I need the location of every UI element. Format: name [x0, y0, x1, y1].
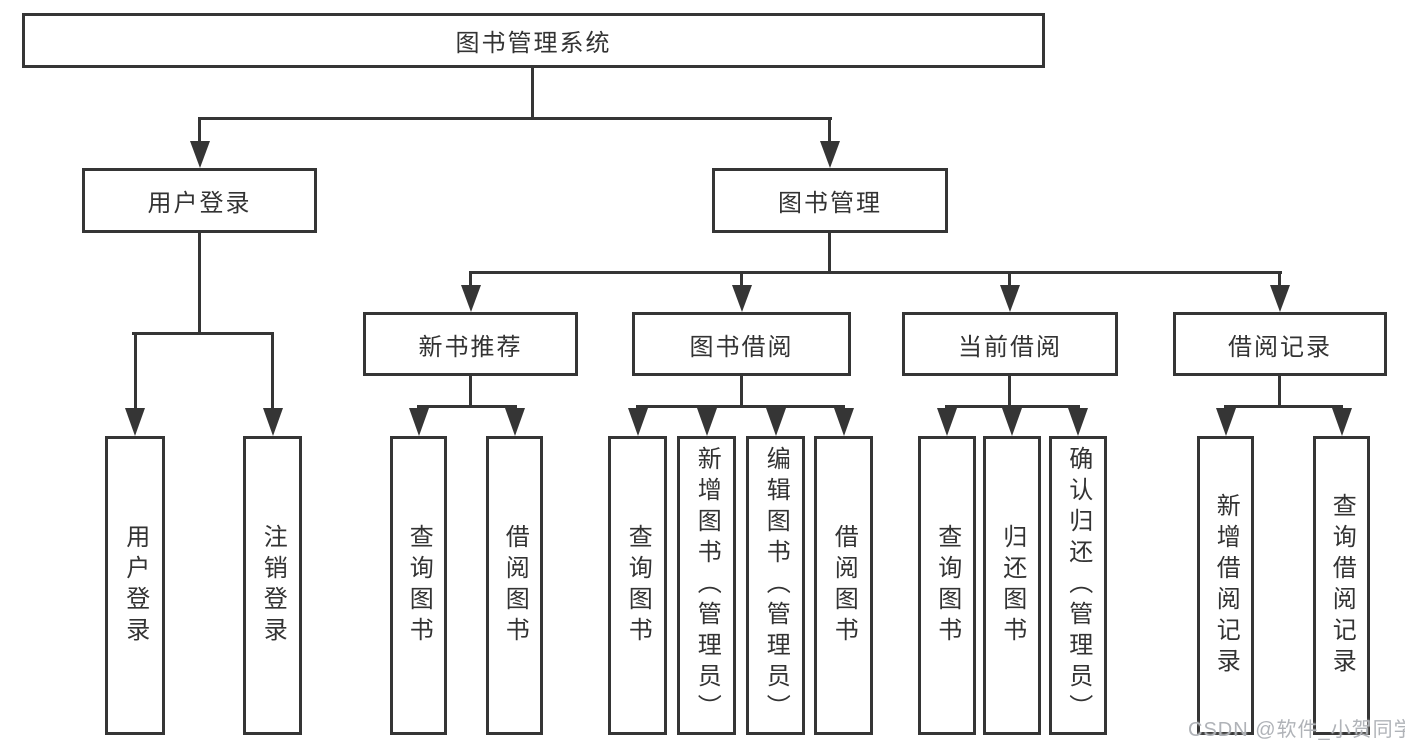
node-current-borrowing: 当前借阅	[902, 312, 1118, 376]
node-borrowing-records: 借阅记录	[1173, 312, 1387, 376]
node-book-management: 图书管理	[712, 168, 948, 233]
leaf-confirm-return-admin-label: 确认归还（管理员）	[1064, 446, 1092, 725]
leaf-return-books-label: 归还图书	[998, 523, 1026, 648]
leaf-add-borrow-record: 新增借阅记录	[1197, 436, 1254, 735]
line-v	[198, 119, 201, 142]
leaf-add-books-admin-label: 新增图书（管理员）	[693, 446, 721, 725]
line-v	[271, 334, 274, 410]
node-user-login-label: 用户登录	[147, 190, 252, 217]
arrowhead-down-icon	[262, 408, 283, 436]
leaf-query-borrow-record: 查询借阅记录	[1313, 436, 1370, 735]
line-v	[531, 68, 534, 118]
arrowhead-down-icon	[408, 408, 429, 436]
node-new-book-recommend: 新书推荐	[363, 312, 578, 376]
line-h	[417, 405, 517, 408]
line-v	[1008, 376, 1011, 407]
leaf-query-books-recommend: 查询图书	[390, 436, 447, 735]
line-h	[198, 117, 832, 120]
node-book-borrowing-label: 图书借阅	[689, 333, 794, 361]
line-v	[198, 233, 201, 334]
node-new-book-recommend-label: 新书推荐	[418, 333, 523, 361]
arrowhead-down-icon	[1331, 408, 1352, 436]
leaf-borrow-books-borrowing: 借阅图书	[814, 436, 873, 735]
arrowhead-down-icon	[504, 408, 525, 436]
arrowhead-down-icon	[627, 408, 648, 436]
arrowhead-down-icon	[1000, 285, 1020, 312]
line-h	[1224, 405, 1343, 408]
leaf-query-books-borrowing-label: 查询图书	[624, 523, 652, 648]
arrowhead-down-icon	[1215, 408, 1236, 436]
line-h	[469, 271, 1282, 274]
leaf-confirm-return-admin: 确认归还（管理员）	[1049, 436, 1107, 735]
leaf-query-books-borrowing: 查询图书	[608, 436, 667, 735]
leaf-edit-books-admin-label: 编辑图书（管理员）	[762, 446, 790, 725]
node-root: 图书管理系统	[22, 13, 1045, 68]
line-v	[133, 334, 137, 410]
line-v	[469, 376, 472, 407]
leaf-user-login: 用户登录	[105, 436, 165, 735]
arrowhead-down-icon	[1002, 408, 1022, 436]
line-v	[1278, 376, 1281, 407]
node-current-borrowing-label: 当前借阅	[958, 333, 1062, 361]
leaf-logout-label: 注销登录	[259, 523, 287, 648]
leaf-add-borrow-record-label: 新增借阅记录	[1212, 492, 1240, 679]
line-v	[828, 119, 831, 142]
leaf-user-login-label: 用户登录	[121, 523, 149, 648]
arrowhead-down-icon	[731, 285, 752, 312]
arrowhead-down-icon	[1068, 408, 1088, 436]
leaf-edit-books-admin: 编辑图书（管理员）	[746, 436, 805, 735]
csdn-watermark: CSDN @软件_小贺同学	[1188, 719, 1405, 741]
leaf-borrow-books-recommend: 借阅图书	[486, 436, 543, 735]
leaf-query-books-recommend-label: 查询图书	[405, 523, 433, 648]
arrowhead-down-icon	[833, 408, 854, 436]
line-v	[740, 273, 743, 287]
arrowhead-down-icon	[696, 408, 717, 436]
leaf-logout: 注销登录	[243, 436, 302, 735]
leaf-query-borrow-record-label: 查询借阅记录	[1328, 492, 1356, 679]
arrowhead-down-icon	[189, 141, 210, 168]
line-h	[132, 332, 274, 335]
node-book-management-label: 图书管理	[778, 190, 882, 217]
line-v	[740, 376, 743, 407]
node-user-login: 用户登录	[82, 168, 317, 233]
leaf-return-books: 归还图书	[983, 436, 1041, 735]
node-root-label: 图书管理系统	[455, 30, 612, 57]
arrowhead-down-icon	[460, 285, 481, 312]
leaf-borrow-books-recommend-label: 借阅图书	[501, 523, 529, 648]
line-v	[469, 273, 472, 287]
leaf-query-books-current: 查询图书	[918, 436, 976, 735]
node-book-borrowing: 图书借阅	[632, 312, 851, 376]
line-v	[828, 233, 831, 273]
arrowhead-down-icon	[1270, 285, 1290, 312]
leaf-borrow-books-borrowing-label: 借阅图书	[830, 523, 858, 648]
arrowhead-down-icon	[937, 408, 957, 436]
node-borrowing-records-label: 借阅记录	[1228, 333, 1332, 361]
line-h	[945, 405, 1080, 408]
leaf-query-books-current-label: 查询图书	[933, 523, 961, 648]
arrowhead-down-icon	[125, 408, 145, 436]
line-h	[636, 405, 845, 408]
line-v	[1278, 273, 1281, 287]
arrowhead-down-icon	[765, 408, 786, 436]
leaf-add-books-admin: 新增图书（管理员）	[677, 436, 736, 735]
line-v	[1008, 273, 1011, 287]
arrowhead-down-icon	[820, 141, 840, 168]
